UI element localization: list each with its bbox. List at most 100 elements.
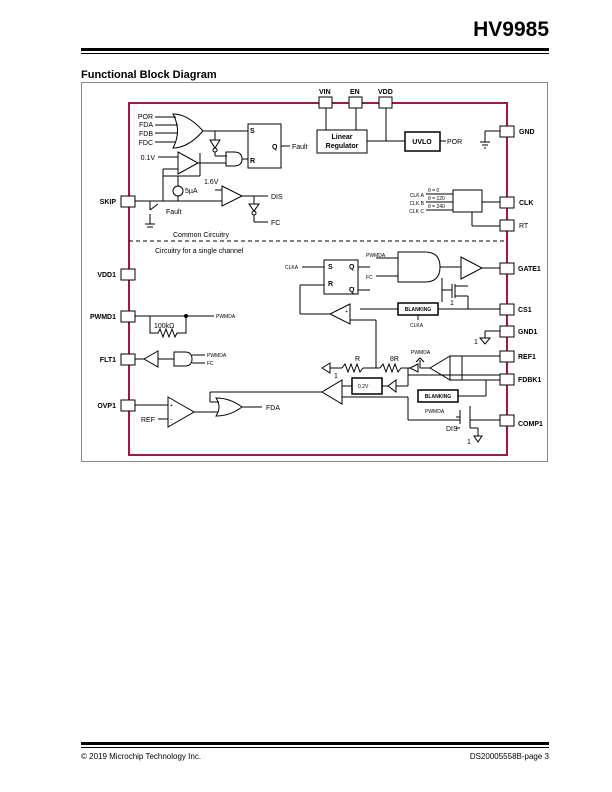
label-one-3: 1: [334, 373, 338, 380]
pin-cs1-label: CS1: [518, 307, 532, 314]
comparator-16v: [221, 185, 244, 207]
fda-comparator: [321, 379, 343, 405]
label-common-circuitry: Common Circuitry: [173, 232, 230, 239]
footer-rule-thick: [81, 742, 549, 745]
footer-doc-id: DS20005558B-page 3: [469, 752, 549, 761]
and-gate-gate-drive: [397, 251, 441, 283]
label-por-out: POR: [447, 139, 462, 146]
pin-ref1-box: [499, 350, 515, 363]
pin-flt1-box: [120, 353, 136, 366]
pin-gate1-box: [499, 262, 515, 275]
inverter-1: [209, 139, 221, 149]
pin-pwmd1-box: [120, 310, 136, 323]
pin-skip-label: SKIP: [100, 199, 117, 206]
label-clkb: CLK B: [410, 201, 425, 207]
header-rule-thick: [81, 48, 549, 51]
label-fc-2: FC: [366, 275, 373, 281]
pin-gnd1-label: GND1: [518, 329, 538, 336]
pin-clk-label: CLK: [519, 200, 533, 207]
header-rule-thin: [81, 53, 549, 54]
cs-comparator: [328, 303, 351, 325]
pin-gnd-box: [499, 125, 515, 138]
blanking-label-2: BLANKING: [425, 394, 451, 400]
label-plus-1: +: [345, 309, 348, 315]
label-02v: 0.2V: [358, 384, 369, 390]
label-fc: FC: [271, 220, 280, 227]
pin-gate1-label: GATE1: [518, 266, 541, 273]
label-16v: 1.6V: [204, 179, 219, 186]
latch2-r: R: [328, 281, 333, 288]
label-por: POR: [138, 114, 153, 121]
diagram-frame: [81, 82, 548, 462]
flt-buffer: [142, 350, 159, 368]
pin-cs1-box: [499, 303, 515, 316]
label-theta-0: θ = 0: [428, 188, 439, 194]
gate-driver: [460, 256, 484, 280]
pin-ref1-label: REF1: [518, 354, 536, 361]
label-100k: 100kΩ: [154, 323, 174, 330]
label-minus-2: −: [170, 417, 173, 423]
pin-vdd-box: [378, 96, 393, 109]
pin-flt1-label: FLT1: [100, 357, 116, 364]
pin-rt-label: RT: [519, 223, 529, 230]
latch-s: S: [250, 128, 255, 135]
label-plus-2: +: [170, 403, 173, 409]
pin-gnd1-box: [499, 325, 515, 338]
and-gate-1: [225, 151, 243, 167]
pin-ovp1-label: OVP1: [97, 403, 116, 410]
latch-q: Q: [272, 144, 278, 151]
label-pwmda-5: PWMDA: [425, 409, 445, 415]
label-pwmda-2: PWMDA: [216, 314, 236, 320]
pin-rt-box: [499, 219, 515, 232]
and-gate-flt: [173, 351, 193, 367]
label-one-2: 1: [467, 439, 471, 446]
pin-vdd-label: VDD: [378, 89, 393, 96]
pin-gnd-label: GND: [519, 129, 535, 136]
section-title: Functional Block Diagram: [81, 69, 217, 81]
footer-copyright: © 2019 Microchip Technology Inc.: [81, 752, 202, 761]
blanking-label-1: BLANKING: [405, 307, 431, 313]
latch2-s: S: [328, 264, 333, 271]
label-fdc: FDC: [139, 140, 153, 147]
label-clkc: CLK C: [409, 209, 424, 215]
pin-ovp1-box: [120, 399, 136, 412]
label-5ua: 5µA: [185, 188, 198, 195]
or-gate-fda: [215, 397, 243, 417]
label-pwmda-4: PWMDA: [411, 350, 431, 356]
pin-clk-box: [499, 196, 515, 209]
pin-en-box: [348, 96, 363, 109]
label-one-1: 1: [474, 339, 478, 346]
label-fda-out: FDA: [266, 405, 280, 412]
label-clka: CLK A: [410, 193, 425, 199]
pin-comp1-label: COMP1: [518, 421, 543, 428]
label-pwmda-1: PWMDA: [366, 253, 386, 259]
or-gate-fault: [172, 113, 204, 149]
part-number: HV9985: [473, 18, 549, 41]
oscillator-block: [452, 189, 483, 213]
pin-fdbk1-box: [499, 373, 515, 386]
footer-rule-thin: [81, 747, 549, 748]
pin-pwmd1-label: PWMD1: [90, 314, 116, 321]
linear-regulator-label-1: Linear: [331, 134, 352, 141]
label-dis: DIS: [271, 194, 283, 201]
label-theta-120: θ = 120: [428, 196, 445, 202]
ovp-comparator: [167, 396, 196, 428]
pin-skip-box: [120, 195, 136, 208]
label-pwmda-3: PWMDA: [207, 353, 227, 359]
pin-vin-label: VIN: [319, 89, 331, 96]
pin-vdd1-label: VDD1: [97, 272, 116, 279]
inverter-2: [248, 203, 260, 212]
label-fc-3: FC: [207, 361, 214, 367]
latch2-q: Q: [349, 264, 355, 271]
label-r: R: [355, 356, 360, 363]
pin-vin-box: [318, 96, 333, 109]
label-dis-2: DIS: [446, 426, 458, 433]
comparator-01v: [177, 151, 200, 175]
label-8r: 8R: [390, 356, 399, 363]
pin-en-label: EN: [350, 89, 360, 96]
linear-regulator-label-2: Regulator: [326, 143, 359, 150]
error-amplifier: [429, 355, 451, 381]
label-clka-s: CLKA: [285, 265, 299, 271]
latch-r: R: [250, 158, 255, 165]
